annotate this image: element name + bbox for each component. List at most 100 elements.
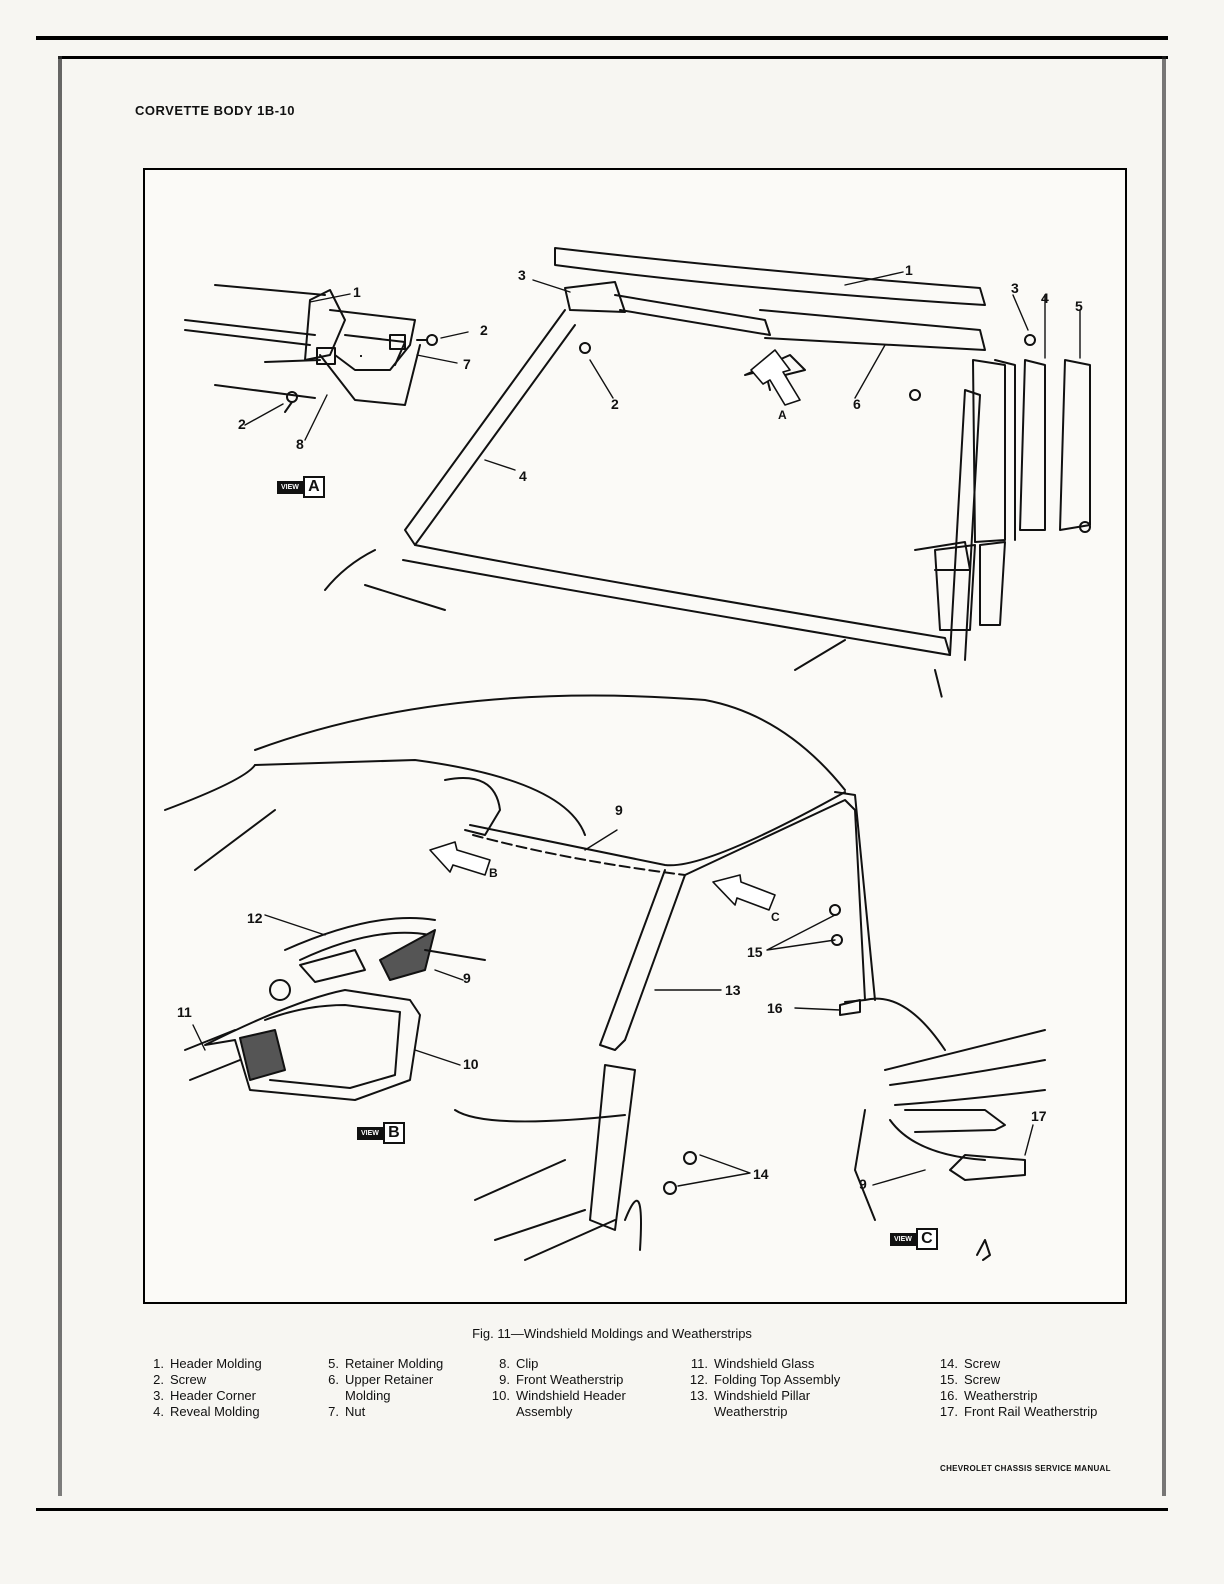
view-a-tag: VIEW A [277, 476, 325, 498]
legend-num: 16. [939, 1388, 958, 1403]
legend-item: 12. Folding Top Assembly [684, 1372, 840, 1388]
arrow-label-a: A [778, 408, 787, 422]
legend-column-5: 14. Screw 15.Screw 16. Weatherstrip 17. Fro… [934, 1356, 1098, 1420]
legend-column-3: 8. Clip 9. Front Weatherstrip 10. Windshiel… [486, 1356, 626, 1420]
arrow-label-b: B [489, 866, 498, 880]
legend-text: Header Molding [170, 1356, 262, 1371]
legend-text: Retainer Molding [345, 1356, 444, 1371]
callout-9-view-b: 9 [463, 970, 471, 986]
view-b-tag-label: VIEW [357, 1126, 383, 1140]
top-and-pillar [164, 694, 1046, 1261]
callout-9-view-c: 9 [859, 1176, 867, 1192]
view-c-detail [854, 1059, 1046, 1261]
figure-caption: Fig. 11—Windshield Moldings and Weathers… [472, 1326, 752, 1341]
legend-text: Clip [516, 1356, 539, 1371]
view-a-tag-label: VIEW [277, 480, 303, 494]
legend-num [684, 1404, 714, 1420]
legend-item: 4. Reveal Molding [140, 1404, 262, 1420]
legend-num: 12. [689, 1372, 708, 1387]
arrow-label-c: C [771, 910, 780, 924]
legend-num: 17. [939, 1404, 958, 1419]
legend-num: 9. [499, 1372, 510, 1387]
legend-num: 14. [939, 1356, 958, 1371]
legend-item: 14. Screw [934, 1356, 1097, 1372]
legend-text: Nut [345, 1404, 366, 1419]
legend-column-4: 11. Windshield Glass 12. Folding Top Assem… [684, 1356, 840, 1420]
bottom-rule [36, 1508, 1168, 1511]
legend-num: 1. [153, 1356, 164, 1371]
callout-2-main: 2 [611, 396, 619, 412]
legend-text: Folding Top Assembly [714, 1372, 841, 1387]
legend-item: 7. Nut [315, 1404, 443, 1420]
callout-4-main: 4 [519, 468, 527, 484]
legend-text: Molding [345, 1388, 391, 1403]
legend-item: 3. Header Corner [140, 1388, 262, 1404]
legend-text: Front Rail Weatherstrip [964, 1404, 1098, 1419]
callout-17: 17 [1031, 1108, 1047, 1124]
page-header: CORVETTE BODY 1B-10 [135, 103, 296, 118]
legend-item: 2. Screw [140, 1372, 262, 1388]
view-b-detail [184, 917, 486, 1101]
legend-item: Molding [315, 1388, 443, 1404]
view-a-tag-letter: A [302, 476, 325, 498]
legend-num: 8. [499, 1356, 510, 1371]
legend-num: 2. [153, 1372, 164, 1387]
legend-num: 13. [689, 1388, 708, 1403]
legend-item: 10. Windshield Header [486, 1388, 626, 1404]
callout-10: 10 [463, 1056, 479, 1072]
legend-text: Windshield Glass [714, 1356, 815, 1371]
legend-num: 11. [690, 1356, 708, 1371]
callout-2-view-a-lower: 2 [238, 416, 246, 432]
legend-item: 11. Windshield Glass [684, 1356, 840, 1372]
legend-text: Screw [964, 1372, 1001, 1387]
view-c-tag-label: VIEW [890, 1232, 916, 1246]
callout-3-main: 3 [518, 267, 526, 283]
legend-num: 6. [328, 1372, 339, 1387]
top-rule-inner [58, 56, 1168, 59]
legend-item: 16. Weatherstrip [934, 1388, 1097, 1404]
legend-num [486, 1404, 516, 1420]
legend-text: Weatherstrip [714, 1404, 788, 1419]
legend-num: 4. [153, 1404, 164, 1419]
legend-text: Assembly [516, 1404, 573, 1419]
view-b-tag: VIEW B [357, 1122, 405, 1144]
legend-num: 7. [328, 1404, 339, 1419]
legend-text: Reveal Molding [170, 1404, 260, 1419]
callout-12: 12 [247, 910, 263, 926]
legend-item: 15.Screw [934, 1372, 1097, 1388]
callout-9-top: 9 [615, 802, 623, 818]
legend-num: 5. [328, 1356, 339, 1371]
legend-column-2: 5. Retainer Molding 6. Upper Retainer Mold… [315, 1356, 443, 1420]
callout-14: 14 [753, 1166, 769, 1182]
view-c-tag-letter: C [915, 1228, 938, 1250]
legend-item: Weatherstrip [684, 1404, 840, 1420]
legend-num: 10. [491, 1388, 510, 1403]
legend-text: Header Corner [170, 1388, 256, 1403]
callout-7: 7 [463, 356, 471, 372]
legend-text: Screw [964, 1356, 1001, 1371]
figure-illustration: 1 2 7 2 8 3 1 2 6 3 4 5 4 9 12 9 11 10 1… [143, 168, 1127, 1304]
right-scan-edge [1162, 56, 1166, 1496]
callout-11: 11 [177, 1004, 192, 1020]
page-footer: CHEVROLET CHASSIS SERVICE MANUAL [940, 1464, 1111, 1473]
callout-1-main: 1 [905, 262, 913, 278]
callout-6: 6 [853, 396, 861, 412]
legend-num: 3. [153, 1388, 164, 1403]
left-scan-edge [58, 56, 62, 1496]
legend-num [315, 1388, 345, 1404]
top-rule [36, 36, 1168, 40]
legend-text: Front Weatherstrip [516, 1372, 624, 1387]
legend-item: 6. Upper Retainer [315, 1372, 443, 1388]
legend-text: Weatherstrip [964, 1388, 1038, 1403]
legend-text: Windshield Pillar [714, 1388, 811, 1403]
callout-2-view-a-upper: 2 [480, 322, 488, 338]
legend-item: 13. Windshield Pillar [684, 1388, 840, 1404]
legend-text: Windshield Header [516, 1388, 626, 1403]
legend-item: 1. Header Molding [140, 1356, 262, 1372]
legend-item: Assembly [486, 1404, 626, 1420]
legend-text: Screw [170, 1372, 207, 1387]
legend-item: 9. Front Weatherstrip [486, 1372, 626, 1388]
callout-1-view-a: 1 [353, 284, 361, 300]
view-c-tag: VIEW C [890, 1228, 938, 1250]
legend-text: Upper Retainer [345, 1372, 434, 1387]
